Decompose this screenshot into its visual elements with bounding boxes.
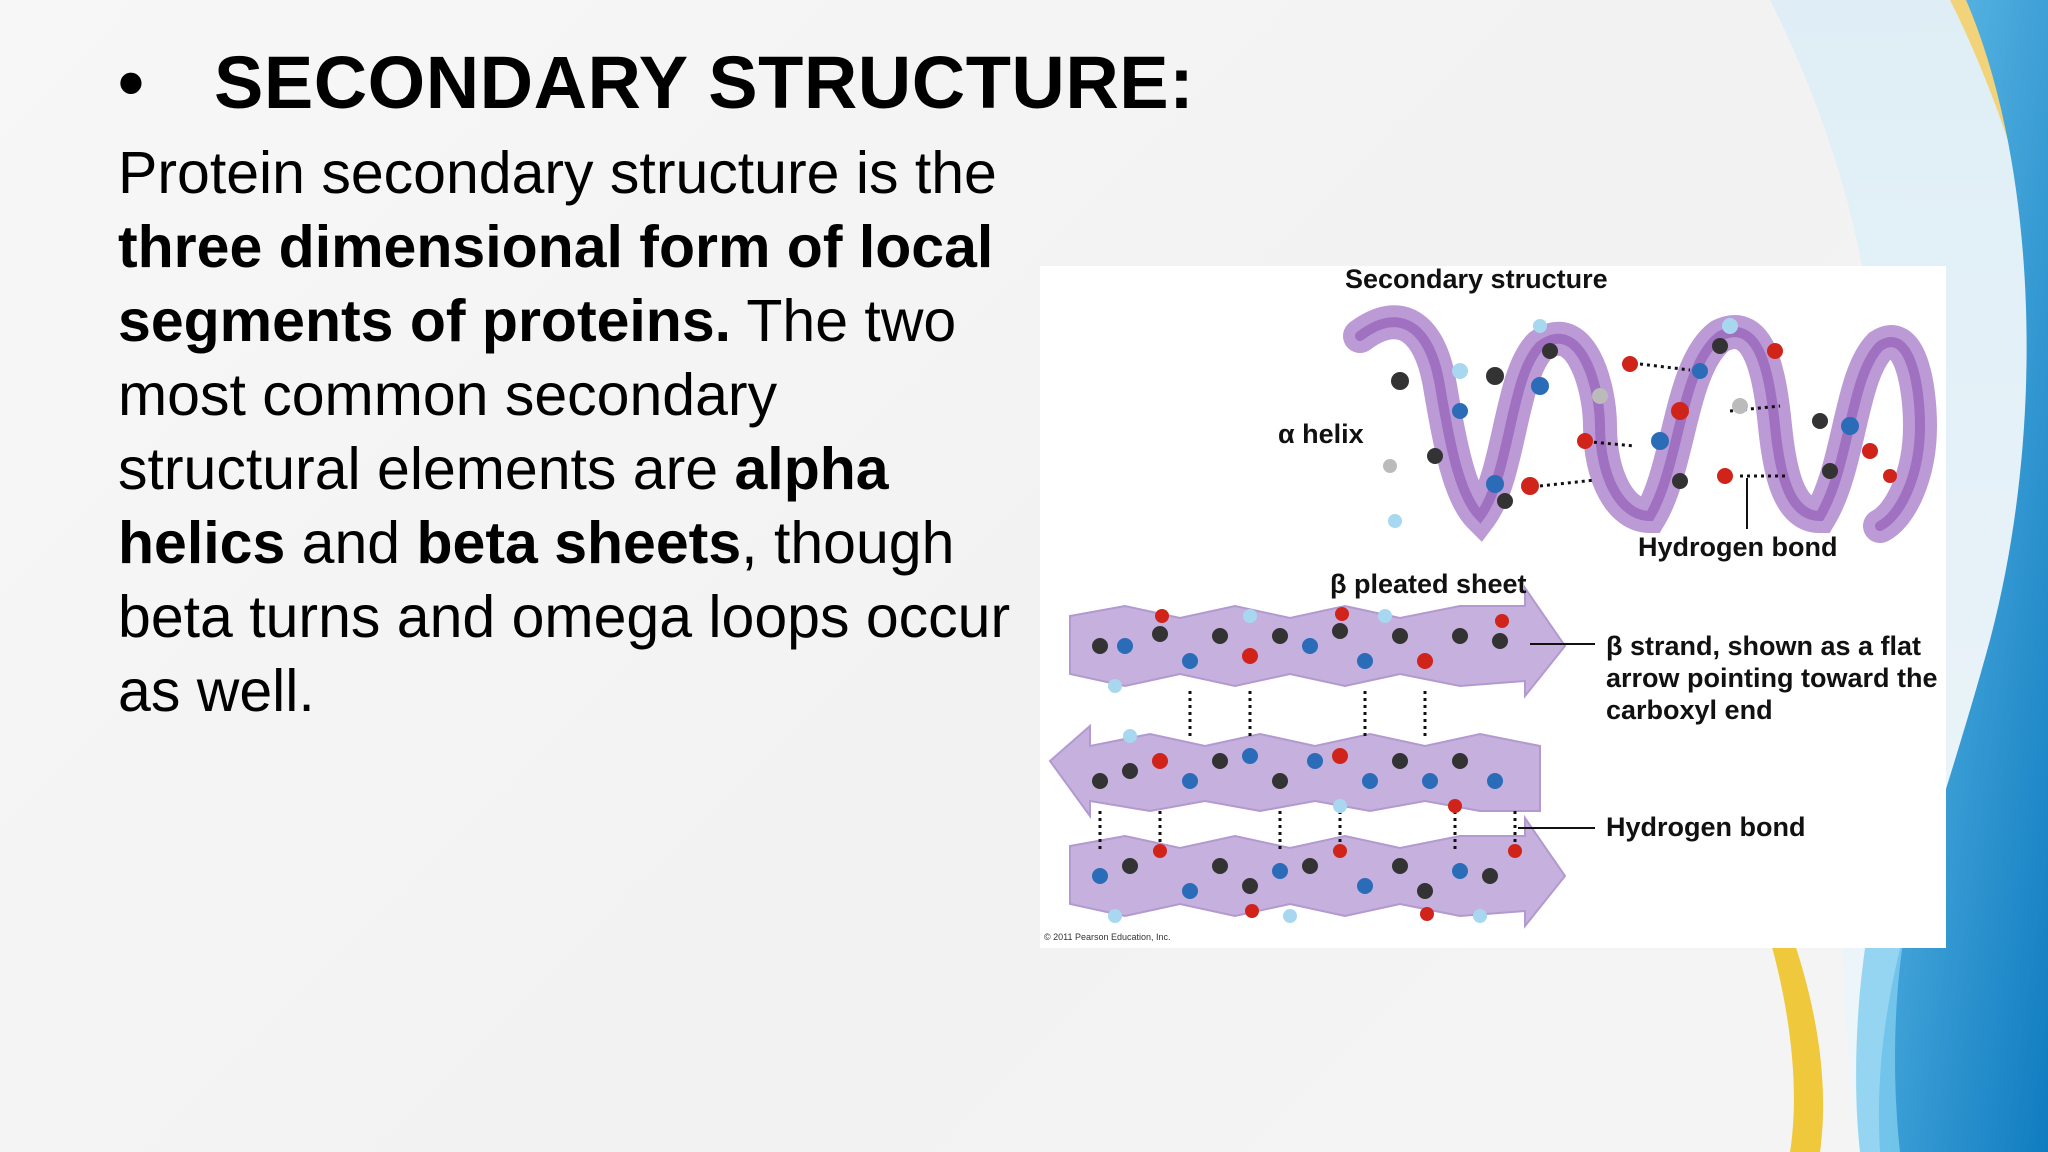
para-bold-alpha: alpha helics <box>118 436 889 576</box>
para-text-3: and <box>285 510 417 576</box>
title-bullet: • <box>118 41 145 124</box>
copyright-note: © 2011 Pearson Education, Inc. <box>1044 932 1171 942</box>
alpha-helix-ribbon <box>1343 305 1938 543</box>
alpha-helix-label: α helix <box>1278 419 1364 449</box>
secondary-structure-figure: Secondary structure α helix Hydrogen bon… <box>1040 266 1946 948</box>
figure-heading: Secondary structure <box>1345 266 1608 294</box>
helix-atoms <box>1383 318 1897 528</box>
hydrogen-bond-label-top: Hydrogen bond <box>1638 532 1838 562</box>
structure-illustration <box>1048 305 1938 929</box>
para-bold-beta: beta sheets <box>416 510 742 576</box>
beta-strand-3 <box>1069 814 1567 929</box>
wave-blue <box>1878 0 2048 1152</box>
sheet-atoms <box>1092 607 1522 923</box>
beta-strand-2 <box>1048 723 1541 820</box>
sheet-hbonds <box>1098 691 1517 851</box>
para-bold-1: three dimensional form of local segments… <box>118 214 994 354</box>
body-paragraph: Protein secondary structure is the three… <box>118 136 1018 728</box>
title-text: SECONDARY STRUCTURE: <box>214 41 1195 124</box>
wave-yellow-lower <box>1770 930 1824 1152</box>
beta-sheet-label: β pleated sheet <box>1330 569 1527 599</box>
para-text-1: Protein secondary structure is the <box>118 140 997 206</box>
para-text-2: The two most common secondary structural… <box>118 288 957 502</box>
beta-strand-1 <box>1069 584 1567 699</box>
beta-strand-note: β strand, shown as a flat arrow pointing… <box>1606 631 1938 725</box>
hydrogen-bond-label-bottom: Hydrogen bond <box>1606 812 1806 842</box>
para-text-4: , though beta turns and omega loops occu… <box>118 510 1011 724</box>
slide-title: • SECONDARY STRUCTURE: <box>118 40 1194 125</box>
